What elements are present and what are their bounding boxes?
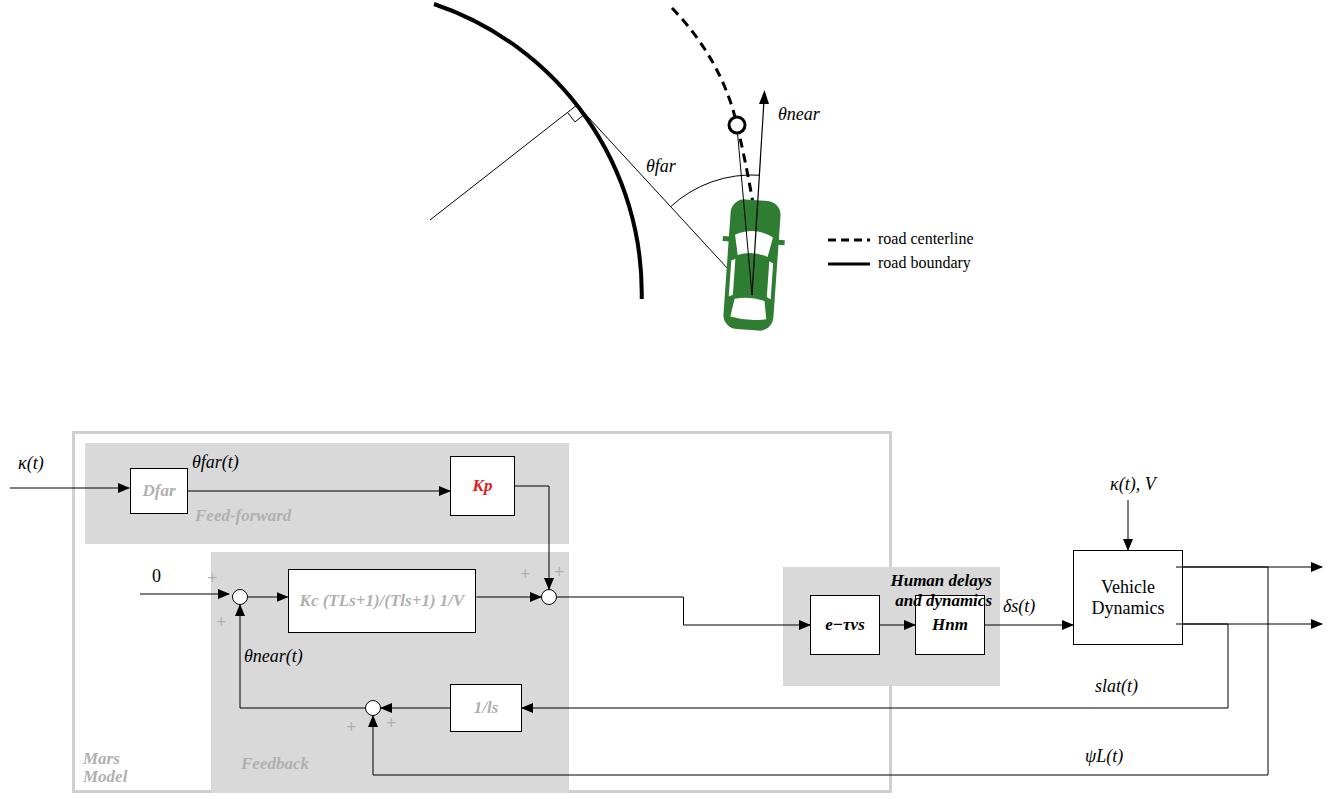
signal-arrow [476, 597, 541, 598]
signal-label: 0 [152, 566, 161, 587]
node-label: Kc (TLs+1)/(Tls+1) 1/V [296, 592, 469, 610]
signal-arrow [515, 486, 549, 589]
right-angle-mark [568, 112, 585, 122]
signal-arrow [381, 708, 450, 709]
input-arrow [10, 488, 129, 489]
heading-line [752, 100, 764, 295]
gaze-line [738, 133, 753, 295]
legend-sample-dashed [828, 239, 870, 242]
summing-junction: ++ [541, 589, 557, 605]
reference-arrow [140, 594, 229, 595]
angle-label: θnear [778, 104, 820, 125]
road-boundary [434, 4, 642, 299]
signal-label: θfar(t) [192, 452, 239, 473]
signal-arrow [373, 567, 1268, 775]
tangent-line [577, 105, 752, 295]
sign-label: + [554, 562, 564, 582]
signal-label: κ(t), V [1110, 474, 1156, 495]
sign-label: + [207, 568, 217, 588]
disturbance-arrow [1128, 500, 1129, 550]
signal-arrow [522, 624, 1228, 708]
signal-label: θnear(t) [244, 646, 303, 667]
signal-label: κ(t) [18, 453, 44, 474]
signal-arrow [880, 625, 915, 626]
delay-box: e−τvs [810, 595, 880, 655]
signal-arrow [188, 491, 450, 492]
signal-arrow [240, 605, 365, 708]
human-band: Human delays and dynamics e−τvs Hnm [783, 567, 1000, 686]
model-frame: Mars ModelFeed-forwardDfarKpFeedback++Kc… [72, 431, 892, 793]
near-point [729, 117, 745, 133]
road-centerline [672, 8, 768, 305]
gain-box: Kp [450, 456, 515, 516]
node-label: 1/ls [470, 699, 503, 717]
node-label: Human delays and dynamics [862, 571, 992, 611]
feedback-band: Feedback++Kc (TLs+1)/(Tls+1) 1/V++1/ls++ [211, 552, 569, 793]
summing-junction: ++ [365, 700, 381, 716]
sign-label: + [346, 717, 356, 737]
node-label: Mars Model [83, 750, 143, 786]
sign-label: + [520, 564, 530, 584]
gain-box: 1/ls [450, 684, 522, 732]
node-label: Vehicle Dynamics [1074, 577, 1182, 619]
node-label: Hnm [928, 615, 972, 635]
sign-label: + [386, 713, 396, 733]
signal-arrow [557, 597, 810, 625]
signal-label: δs(t) [1003, 596, 1035, 617]
controller-box: Kc (TLs+1)/(Tls+1) 1/V [288, 569, 477, 633]
vehicle-box: Vehicle Dynamics [1073, 550, 1183, 645]
summing-junction: ++ [232, 589, 248, 605]
signal-arrow [248, 597, 288, 598]
node-label: Feed-forward [195, 507, 291, 525]
process-box: Dfar [130, 468, 187, 514]
feedforward-band: Feed-forward Dfar Kp [85, 443, 569, 544]
signal-arrow [985, 625, 1073, 626]
legend-text: road centerline [878, 230, 974, 248]
legend-sample-solid [828, 263, 870, 266]
signal-label: slat(t) [1095, 676, 1138, 697]
node-label: Dfar [138, 482, 179, 500]
car [717, 198, 788, 332]
node-label: Feedback [241, 755, 309, 773]
radial-line [430, 105, 577, 220]
legend-text: road boundary [878, 254, 971, 272]
angle-label: θfar [646, 156, 676, 177]
node-label: e−τvs [821, 615, 869, 635]
sign-label: + [216, 612, 226, 632]
node-label: Kp [469, 477, 497, 495]
heading-arrowhead [759, 90, 769, 104]
signal-label: ψL(t) [1085, 746, 1123, 767]
